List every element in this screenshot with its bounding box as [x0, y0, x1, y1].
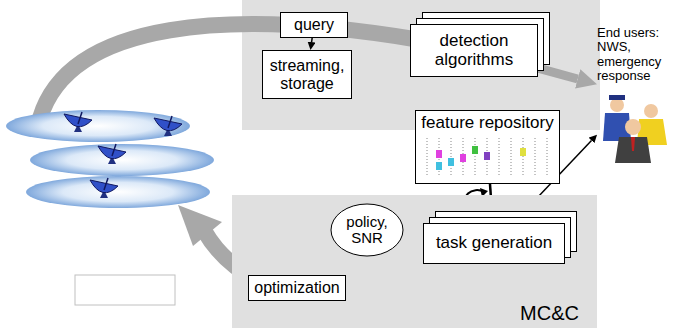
repository-box: feature repository — [415, 110, 560, 184]
mcc-panel: MC&C policy, SNR task generation optimizati… — [232, 195, 597, 328]
radar-network — [98, 144, 126, 164]
ellipse-outline — [331, 204, 403, 256]
policy-ellipse: policy, SNR — [330, 203, 404, 257]
feature-chart — [436, 162, 442, 170]
feature-chart — [510, 138, 511, 176]
node-label: optimization — [253, 279, 341, 297]
users-icon — [597, 91, 669, 163]
query-box: query — [280, 12, 348, 38]
feature-chart — [534, 138, 535, 176]
storage-box: streaming, storage — [262, 50, 352, 99]
end-users: End users: NWS, emergency response — [597, 26, 673, 163]
feature-chart — [436, 150, 442, 158]
feature-chart — [546, 138, 547, 176]
users-icon — [610, 98, 624, 112]
flow-arc — [40, 24, 420, 118]
optimization-box: optimization — [248, 275, 346, 301]
radar-network — [6, 110, 214, 208]
feature-chart — [520, 148, 526, 156]
feature-chart — [522, 138, 523, 176]
node-label: detection algorithms — [415, 32, 533, 69]
feature-chart — [484, 152, 490, 160]
process-box: detection algorithms — [410, 24, 538, 77]
feature-chart — [460, 154, 466, 162]
users-icon — [615, 137, 651, 163]
feature-chart — [498, 138, 499, 176]
feature-chart — [426, 138, 427, 176]
connector-arrow — [311, 38, 313, 42]
radar-network — [154, 116, 182, 136]
users-icon — [644, 104, 658, 118]
node-label: feature repository — [420, 114, 555, 133]
feature-chart — [450, 138, 451, 176]
feature-chart — [472, 146, 478, 154]
radar-network — [30, 144, 214, 176]
panel-label: MC&C — [520, 302, 579, 324]
node-label: task generation — [428, 234, 560, 253]
feature-chart — [474, 138, 475, 176]
node-label: query — [285, 16, 343, 34]
radar-network — [6, 110, 190, 142]
users-icon — [625, 119, 641, 135]
radar-network — [90, 178, 118, 198]
feature-chart — [421, 136, 555, 178]
radar-network — [64, 112, 92, 132]
connector-arrow — [538, 68, 578, 79]
node-label: End users: NWS, emergency response — [597, 26, 673, 83]
radar-network — [26, 176, 210, 208]
node-label: policy, SNR — [330, 214, 404, 247]
flow-arrowhead — [178, 205, 222, 246]
users-icon — [631, 137, 635, 151]
blank-box — [75, 275, 175, 305]
users-icon — [609, 95, 625, 100]
node-label: streaming, storage — [267, 57, 347, 92]
process-box: task generation — [423, 223, 565, 264]
feature-chart — [448, 158, 454, 166]
